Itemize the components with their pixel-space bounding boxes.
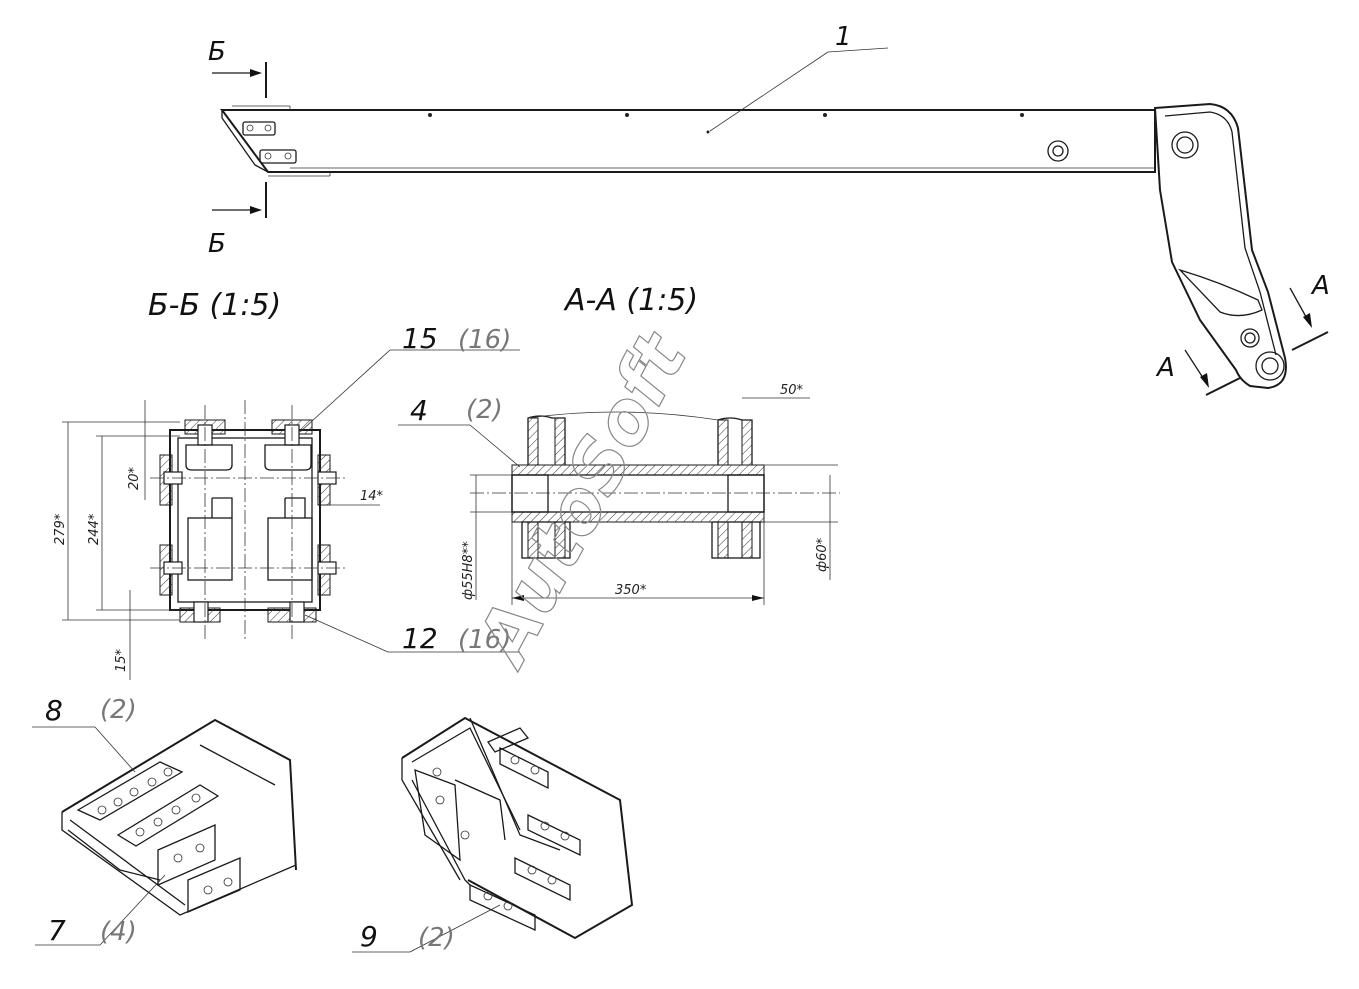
dim-50: 50* — [780, 383, 804, 398]
callout-15-qty: (16) — [458, 325, 511, 355]
callout-1-number: 1 — [835, 22, 852, 52]
callout-9: 9 (2) — [352, 904, 501, 953]
callout-7-qty: (4) — [100, 917, 137, 947]
dim-350: 350* — [615, 583, 647, 598]
cut-label-a-left: А — [1155, 353, 1175, 383]
cut-label-b-bottom: Б — [208, 229, 226, 259]
cut-label-b-top: Б — [208, 37, 226, 67]
iso-view-right — [401, 716, 634, 940]
dim-20: 20* — [127, 466, 142, 490]
callout-1: 1 — [709, 22, 889, 132]
section-bb-view: 279* 244* 20* 14* 15* — [53, 400, 384, 680]
callout-8-number: 8 — [45, 694, 63, 727]
dim-244: 244* — [87, 513, 102, 545]
callout-8-qty: (2) — [100, 695, 137, 725]
callout-9-number: 9 — [360, 920, 378, 953]
section-cut-a: А А — [1155, 271, 1330, 396]
dim-279: 279* — [53, 513, 68, 545]
callout-8: 8 (2) — [32, 694, 137, 773]
dim-14: 14* — [360, 489, 384, 504]
dim-55h8: ф55H8** — [461, 541, 476, 600]
callout-4: 4 (2) — [398, 394, 521, 468]
cut-label-a-right: А — [1310, 271, 1330, 301]
callout-12-number: 12 — [402, 622, 438, 655]
callout-15: 15 (16) — [299, 322, 520, 433]
watermark: AutoSoft — [458, 318, 704, 680]
section-aa-title: А-А (1:5) — [563, 283, 698, 318]
callout-4-qty: (2) — [466, 395, 503, 425]
boom-main-view — [220, 102, 1287, 390]
callout-15-number: 15 — [402, 322, 438, 355]
dim-60: ф60* — [815, 537, 830, 572]
dim-15: 15* — [114, 648, 129, 672]
callout-12-qty: (16) — [458, 625, 511, 655]
section-aa-view: 50* 350* ф55H8** ф60* — [461, 383, 840, 605]
section-bb-title: Б-Б (1:5) — [148, 288, 281, 323]
callout-12: 12 (16) — [304, 614, 520, 655]
callout-9-qty: (2) — [418, 923, 455, 953]
section-cut-b: Б Б — [208, 37, 267, 259]
callout-7-number: 7 — [48, 914, 66, 947]
iso-view-left — [61, 718, 297, 916]
callout-4-number: 4 — [410, 394, 428, 427]
callout-7: 7 (4) — [35, 874, 166, 947]
